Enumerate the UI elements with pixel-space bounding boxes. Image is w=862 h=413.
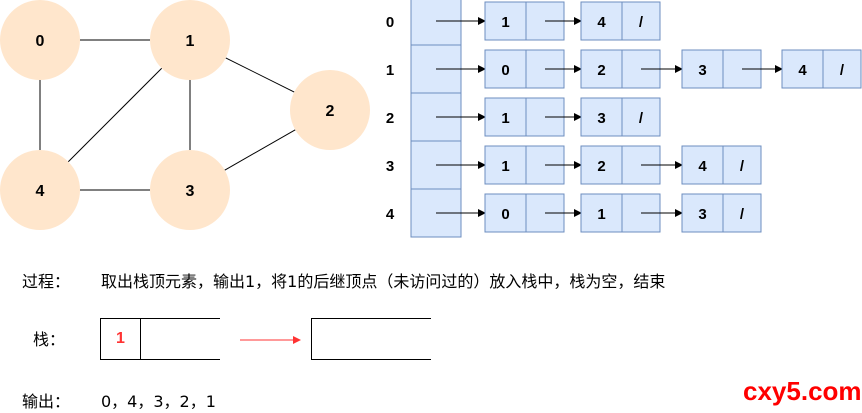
adj-node-value: 0 — [501, 62, 509, 79]
graph-edge-1-2 — [225, 57, 295, 93]
adj-vertex-label: 1 — [386, 62, 394, 79]
graph-edge-1-4 — [67, 67, 163, 163]
adj-null-marker: / — [740, 158, 745, 175]
adj-null-marker: / — [639, 14, 644, 31]
graph-node-4: 4 — [0, 150, 80, 230]
graph-node-label: 4 — [36, 183, 45, 200]
adj-node-value-cell — [580, 49, 623, 89]
adj-null-marker: / — [740, 206, 745, 223]
graph-node-3: 3 — [150, 150, 230, 230]
output-label: 输出： — [22, 392, 71, 411]
adj-node-value-cell — [484, 1, 527, 41]
adj-node-value-cell — [580, 193, 623, 233]
adj-node-value-cell — [484, 49, 527, 89]
adj-node-value: 4 — [698, 158, 707, 175]
adj-node-value: 2 — [597, 158, 605, 175]
adj-node-value-cell — [484, 97, 527, 137]
adj-node-value: 1 — [597, 206, 605, 223]
adj-vertex-label: 0 — [386, 14, 394, 31]
output-value: 0，4，3，2，1 — [101, 392, 216, 411]
adj-node-pointer-cell — [722, 145, 762, 185]
adj-node-value-cell — [580, 145, 623, 185]
adj-node-value: 4 — [798, 62, 807, 79]
adj-node-pointer-cell — [621, 97, 661, 137]
graph-node-2: 2 — [290, 70, 370, 150]
adj-null-marker: / — [840, 62, 845, 79]
graph-node-label: 1 — [186, 33, 195, 50]
adj-node-value-cell — [681, 49, 724, 89]
graph-node-0: 0 — [0, 0, 80, 80]
adj-node-value: 3 — [698, 62, 706, 79]
adj-node-value-cell — [681, 193, 724, 233]
adj-node-value: 1 — [501, 14, 509, 31]
adj-node-value: 4 — [597, 14, 606, 31]
adj-node-value-cell — [781, 49, 824, 89]
adj-node-value-cell — [580, 97, 623, 137]
adj-node-value: 0 — [501, 206, 509, 223]
watermark-logo: cxy5.com — [743, 376, 862, 406]
graph-node-label: 3 — [186, 183, 195, 200]
graph-node-label: 0 — [36, 33, 45, 50]
stack-before: 1 — [100, 318, 220, 360]
adj-node-value: 3 — [597, 110, 605, 127]
graph-node-1: 1 — [150, 0, 230, 80]
graph-edge-2-3 — [224, 129, 296, 171]
adj-vertex-label: 2 — [386, 110, 394, 127]
adj-node-value-cell — [484, 193, 527, 233]
process-text: 取出栈顶元素，输出1，将1的后继顶点（未访问过的）放入栈中，栈为空，结束 — [101, 272, 666, 291]
adj-vertex-label: 4 — [386, 206, 395, 223]
stack-before-cell: 1 — [101, 319, 141, 359]
adj-node-pointer-cell — [722, 193, 762, 233]
adj-node-value-cell — [580, 1, 623, 41]
adj-node-value: 2 — [597, 62, 605, 79]
process-label: 过程： — [22, 272, 71, 291]
adj-node-value: 3 — [698, 206, 706, 223]
adj-node-value: 1 — [501, 158, 509, 175]
stack-after — [311, 318, 431, 360]
adj-vertex-label: 3 — [386, 158, 394, 175]
graph-node-label: 2 — [326, 103, 335, 120]
adj-null-marker: / — [639, 110, 644, 127]
adj-head-cell — [410, 0, 462, 46]
stack-label: 栈： — [33, 330, 66, 349]
adj-node-pointer-cell — [621, 1, 661, 41]
adj-node-value: 1 — [501, 110, 509, 127]
adj-node-pointer-cell — [822, 49, 862, 89]
adj-node-value-cell — [484, 145, 527, 185]
